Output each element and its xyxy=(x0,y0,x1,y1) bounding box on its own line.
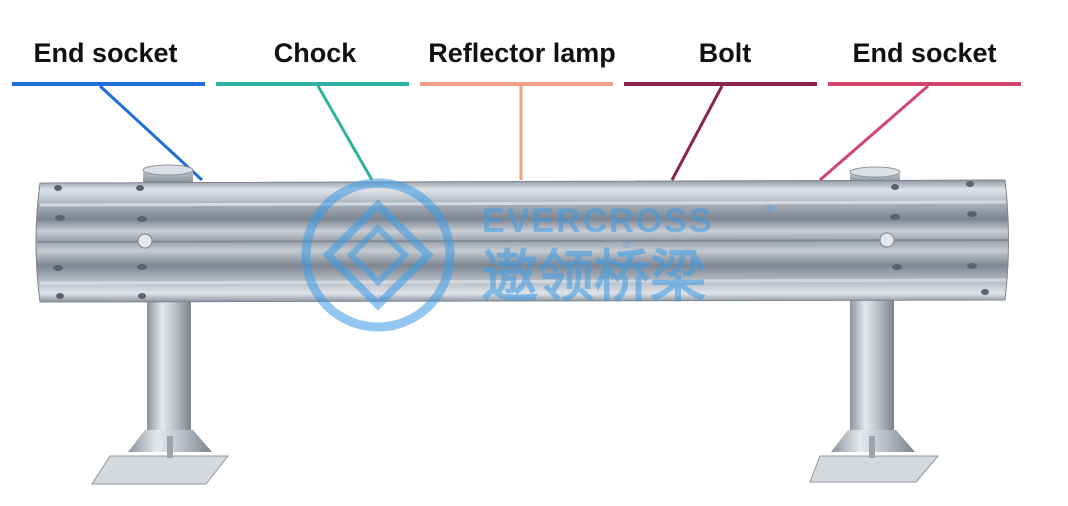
callout-bar-chock xyxy=(216,82,409,86)
callout-label-end-socket-right: End socket xyxy=(852,38,997,68)
watermark-registered-mark-cn: ® xyxy=(622,237,631,251)
callout-label-bolt: Bolt xyxy=(698,38,752,68)
bolt-holes xyxy=(53,181,989,299)
callout-label-end-socket-left: End socket xyxy=(33,38,178,68)
leader-line-end-socket-right xyxy=(819,84,929,182)
watermark-registered-mark: ® xyxy=(765,201,776,217)
callout-bar-bolt xyxy=(624,82,817,86)
callout-label-reflector-lamp: Reflector lamp xyxy=(428,38,616,68)
end-socket-left xyxy=(142,164,194,184)
callout-bar-end-socket-right xyxy=(828,82,1021,86)
rail-bolts xyxy=(137,232,895,249)
callout-bar-end-socket-left xyxy=(12,82,205,86)
w-beam-rail xyxy=(35,179,1009,303)
leader-line-end-socket-left xyxy=(98,84,204,182)
leader-line-bolt xyxy=(670,85,724,181)
watermark-brand-cn-text: 遨领桥梁 xyxy=(482,245,706,310)
right-post xyxy=(809,300,940,483)
evercross-watermark xyxy=(301,178,455,332)
callout-label-chock: Chock xyxy=(273,38,357,68)
leader-line-chock xyxy=(316,85,374,181)
callout-bar-reflector-lamp xyxy=(420,82,613,86)
left-post xyxy=(91,300,230,485)
watermark-brand-text: EVERCROSS xyxy=(482,202,714,240)
